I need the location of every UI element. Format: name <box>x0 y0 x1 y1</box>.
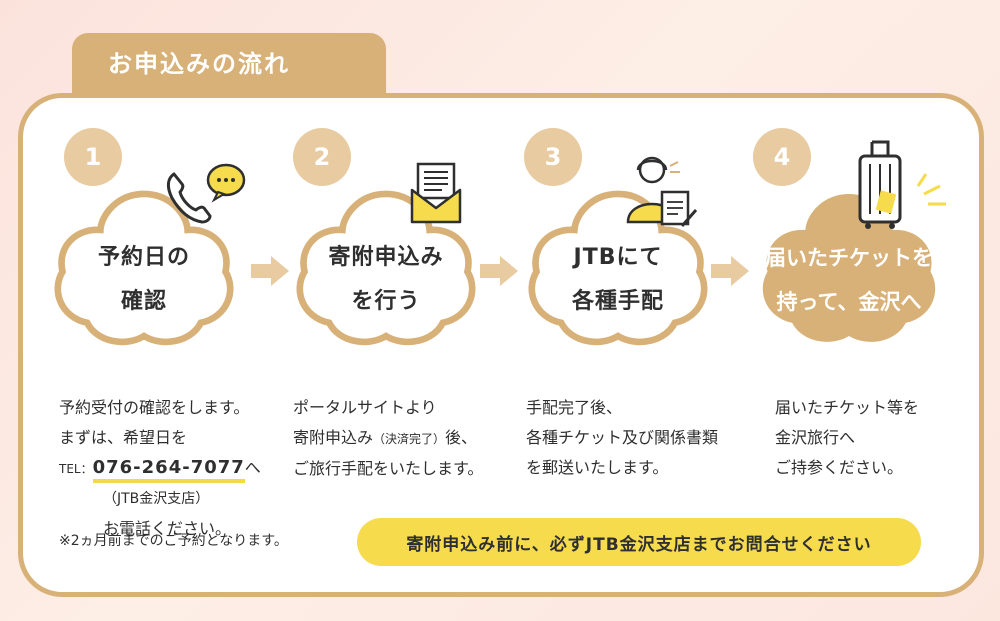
step-1-label: 予約日の 確認 <box>97 245 190 314</box>
envelope-document-icon <box>410 162 462 224</box>
arrow-right-icon <box>480 256 518 286</box>
phone-number-line: TEL：076-264-7077へ <box>59 453 261 484</box>
step-3-description: 手配完了後、 各種チケット及び関係書類 を郵送いたします。 <box>526 398 719 477</box>
step-2-description: ポータルサイトより 寄附申込み（決済完了）後、 ご旅行手配をいたします。 <box>293 398 484 478</box>
step-4-number: 4 <box>753 128 811 186</box>
step-1-number: 1 <box>64 128 122 186</box>
flow-panel <box>18 93 984 597</box>
suitcase-icon <box>858 140 946 229</box>
step-1-description: 予約受付の確認をします。 まずは、希望日を TEL：076-264-7077へ … <box>59 398 261 538</box>
page-title: お申込みの流れ <box>108 50 290 78</box>
arrow-right-icon <box>711 256 749 286</box>
phone-number-link[interactable]: 076-264-7077 <box>92 457 245 483</box>
title-tab <box>72 33 386 103</box>
contact-notice-banner: 寄附申込み前に、必ずJTB金沢支店までお問合せください <box>357 518 921 566</box>
arrow-right-icon <box>251 256 289 286</box>
step-2-label: 寄附申込み を行う <box>328 245 444 314</box>
step-3-number: 3 <box>524 128 582 186</box>
step-4-label: 届いたチケットを 持って、金沢へ <box>765 246 933 314</box>
step-3-label: JTBにて 各種手配 <box>571 245 664 314</box>
step-2-number: 2 <box>293 128 351 186</box>
phone-icon <box>166 163 246 224</box>
reservation-note: ※2ヵ月前までのご予約となります。 <box>59 533 288 549</box>
operator-icon <box>626 156 698 227</box>
step-4-description: 届いたチケット等を 金沢旅行へ ご持参ください。 <box>775 398 920 477</box>
